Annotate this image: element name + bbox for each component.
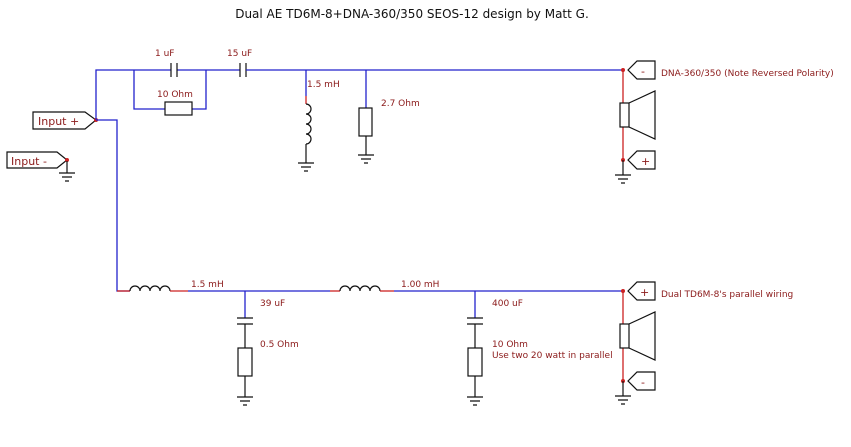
svg-text:+: +: [641, 155, 650, 168]
hp-feed-wire: [95, 69, 134, 120]
ground-symbol: [59, 161, 75, 182]
input-negative-label: Input -: [11, 155, 47, 168]
cap-1uf-label: 1 uF: [155, 49, 174, 59]
resistor-10-ohm-lp: [467, 347, 483, 377]
speaker-icon: [619, 311, 656, 361]
resistor-0-5-ohm: [237, 347, 253, 377]
ground-symbol: [615, 160, 631, 184]
ground-symbol: [615, 381, 631, 405]
capacitor-39uf: [237, 317, 253, 348]
ground-symbol: [298, 144, 314, 172]
res-10ohm-lp-label: 10 Ohm: [492, 340, 528, 350]
res-2-7ohm-label: 2.7 Ohm: [381, 99, 420, 109]
inductor-1-5mh-shunt: [305, 103, 312, 145]
inductor-1-00mh-series: [339, 285, 381, 292]
capacitor-400uf: [467, 317, 483, 348]
cap-400uf-label: 400 uF: [492, 299, 523, 309]
input-positive-terminal: Input +: [32, 111, 98, 130]
cap-39uf-label: 39 uF: [260, 299, 285, 309]
resistor-2-7-ohm: [358, 107, 373, 137]
svg-text:-: -: [641, 376, 645, 389]
capacitor-15uf: [239, 63, 247, 77]
resistor-10-ohm: [164, 101, 193, 116]
td6m-driver-top-terminal: +: [621, 281, 656, 301]
inductor-lp2-label: 1.00 mH: [401, 280, 439, 290]
svg-text:+: +: [640, 286, 649, 299]
inductor-1-5mh-series: [129, 285, 171, 292]
inductor-lp1-label: 1.5 mH: [191, 280, 224, 290]
res-0-5ohm-label: 0.5 Ohm: [260, 340, 299, 350]
speaker-icon: [619, 90, 656, 140]
lp-feed-wire: [96, 119, 130, 292]
hp-parallel-wires: [133, 69, 240, 110]
ground-symbol: [237, 376, 253, 406]
td6m-driver-bottom-terminal: -: [621, 371, 656, 391]
td6m-driver-label: Dual TD6M-8's parallel wiring: [661, 290, 793, 300]
input-negative-terminal: Input -: [6, 151, 69, 169]
dna-driver-label: DNA-360/350 (Note Reversed Polarity): [661, 69, 834, 79]
ground-symbol: [467, 376, 483, 406]
capacitor-1uf: [170, 63, 178, 77]
cap-15uf-label: 15 uF: [227, 49, 252, 59]
res-10ohm-lp-note: Use two 20 watt in parallel: [492, 351, 613, 361]
ground-symbol: [358, 136, 374, 164]
input-positive-label: Input +: [38, 115, 79, 128]
inductor-hp-label: 1.5 mH: [307, 80, 340, 90]
svg-text:-: -: [641, 65, 645, 78]
schematic-title: Dual AE TD6M-8+DNA-360/350 SEOS-12 desig…: [235, 7, 589, 21]
dna-driver-bottom-terminal: +: [621, 150, 656, 170]
dna-driver-top-terminal: -: [621, 60, 656, 80]
res-10ohm-label: 10 Ohm: [157, 90, 193, 100]
